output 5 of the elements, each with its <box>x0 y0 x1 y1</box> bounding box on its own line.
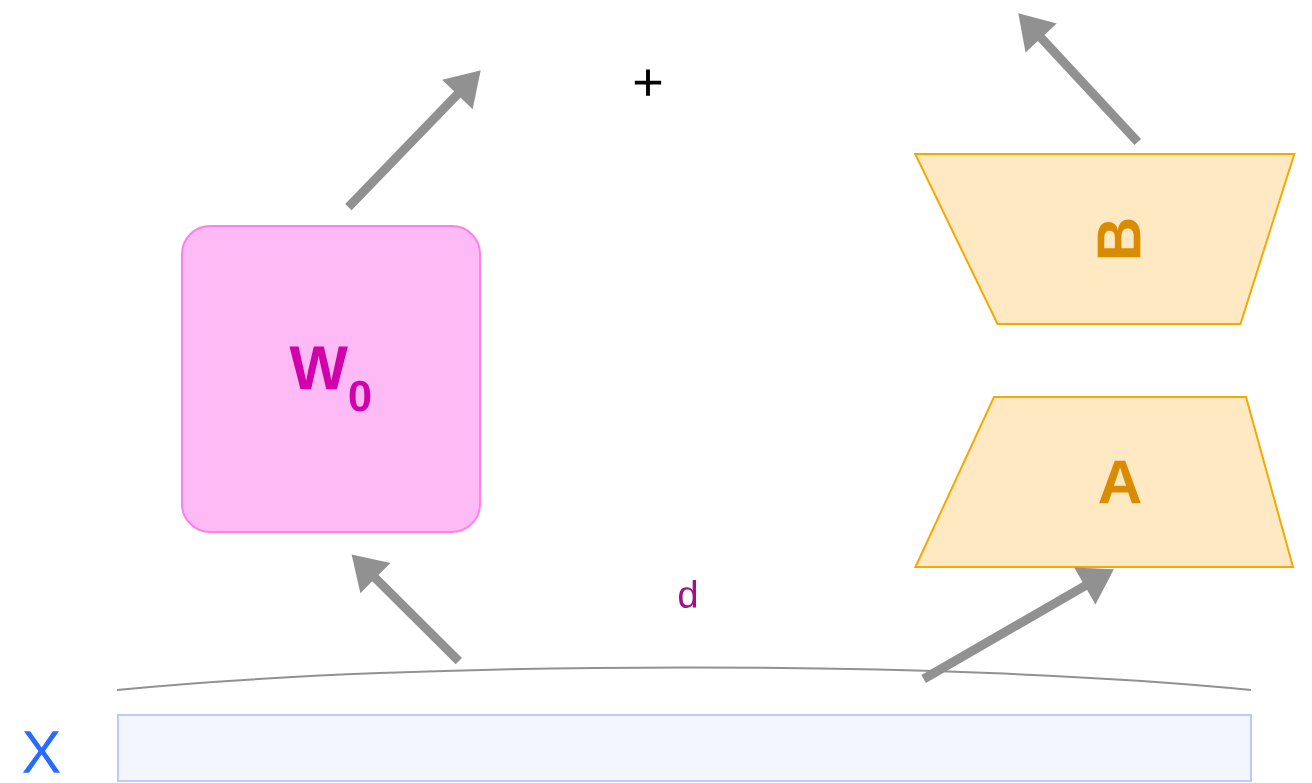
plus-sign: + <box>634 69 662 96</box>
weight-box: W$_{0}$ <box>181 225 481 533</box>
input-label: X <box>22 731 61 773</box>
dimension-label: d <box>679 580 697 608</box>
input-bar <box>117 714 1252 782</box>
